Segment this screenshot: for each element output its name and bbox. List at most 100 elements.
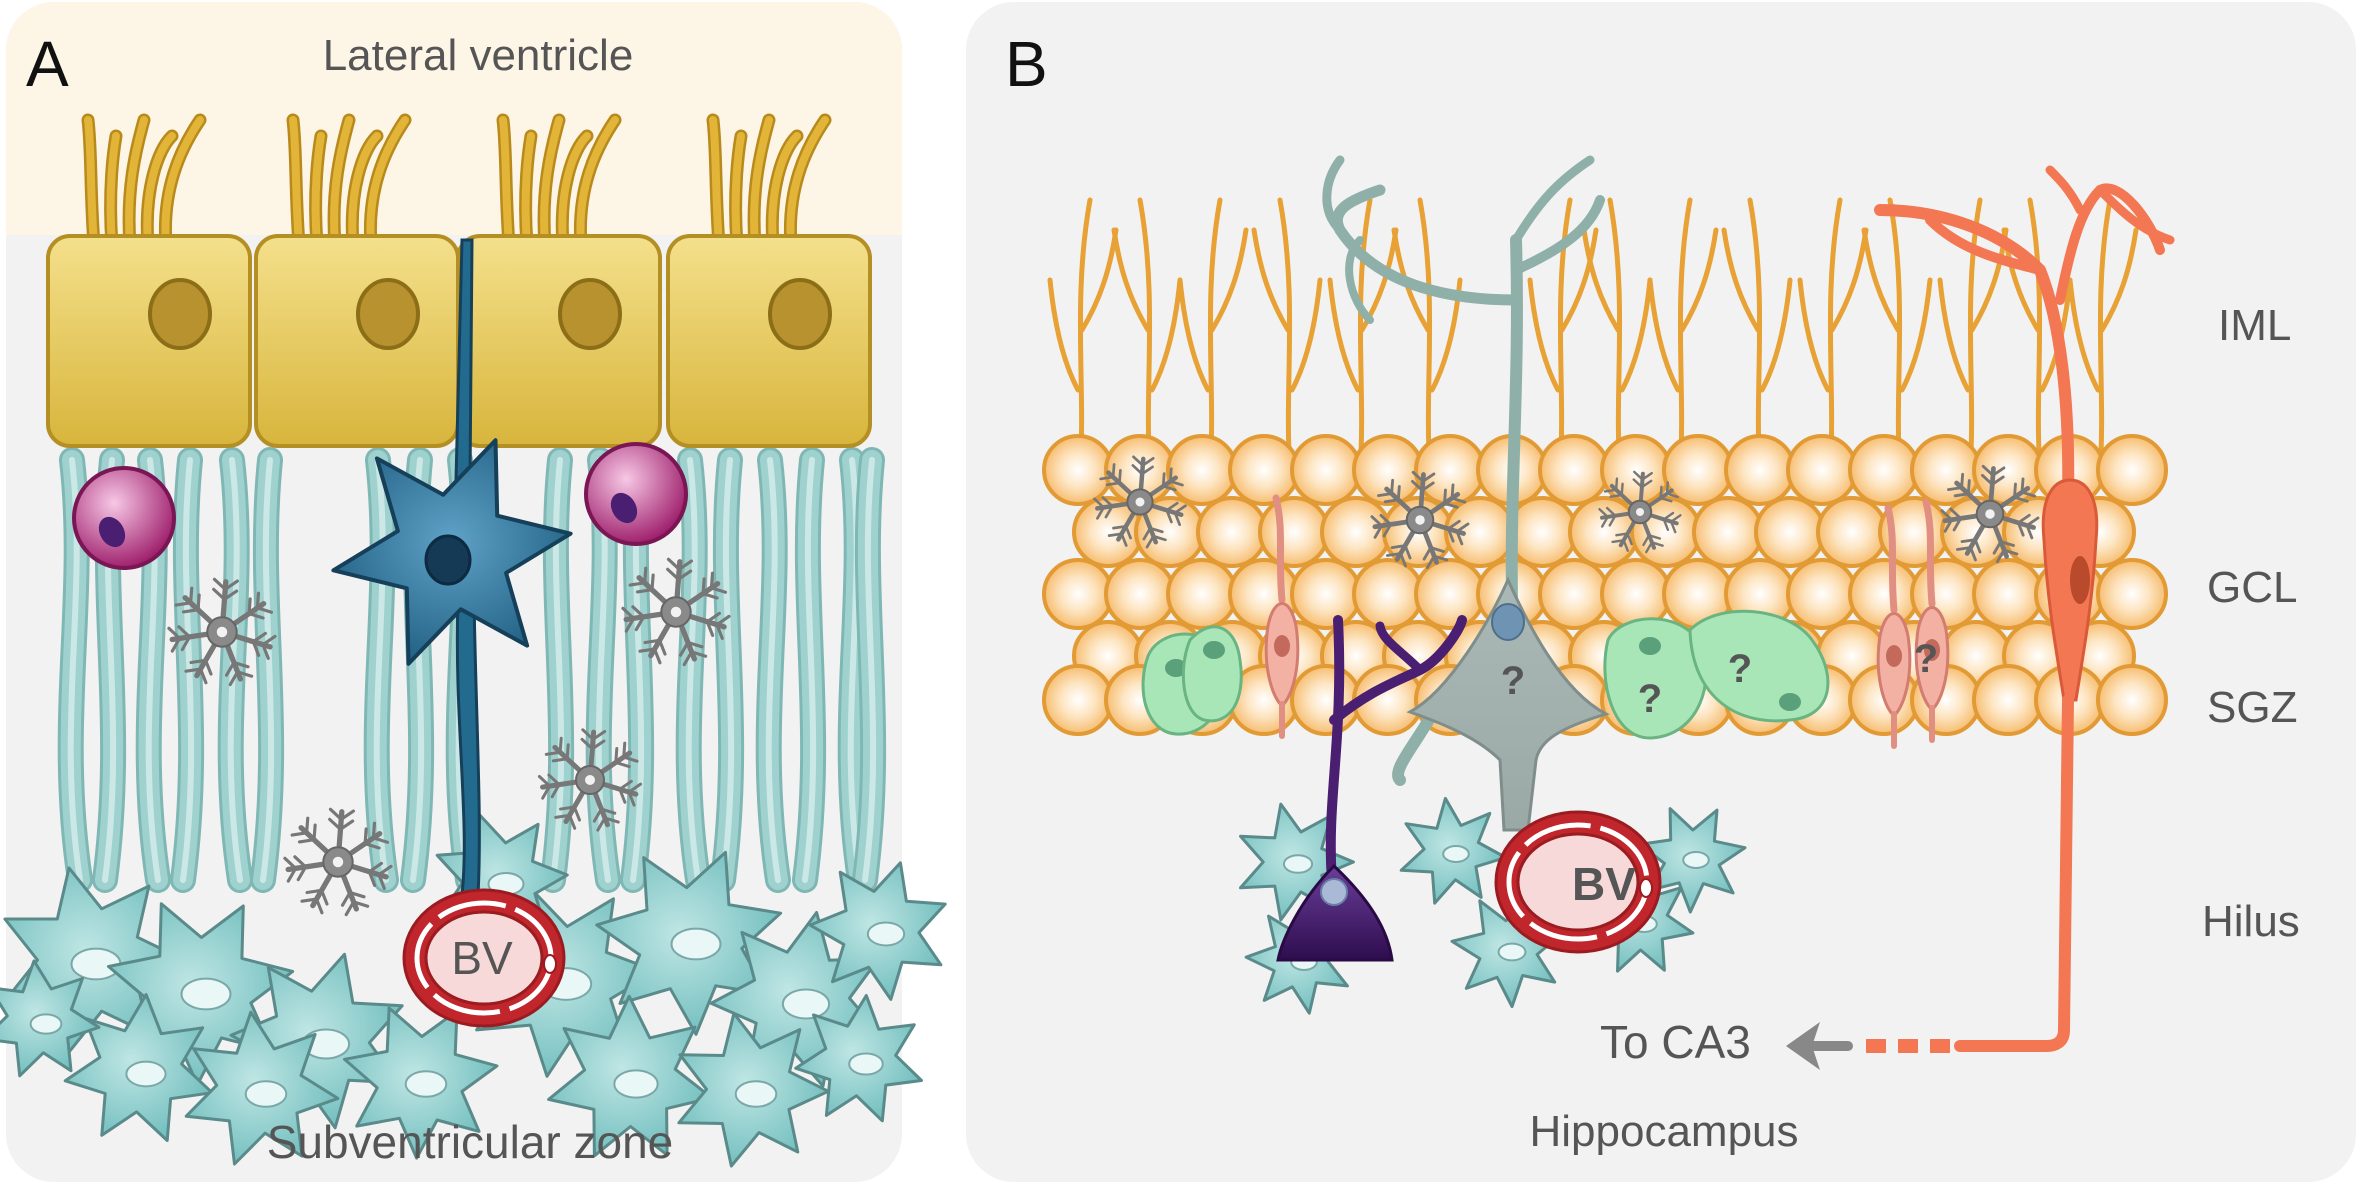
dendrite-branch <box>1251 227 1291 333</box>
interneuron-dendrite <box>1325 615 1345 885</box>
microglia-branch <box>222 589 239 601</box>
microglia-branch <box>622 755 639 763</box>
microglia-branch <box>559 805 576 811</box>
dendrite-branch <box>1721 227 1761 333</box>
microglia-branch <box>1390 544 1407 550</box>
microglia-cell <box>283 807 393 917</box>
microglia-branch <box>678 640 690 657</box>
microglia-branch <box>377 873 386 890</box>
microglia-branch <box>2013 495 2029 503</box>
microglia-branch <box>1140 465 1154 476</box>
dendrite-branch <box>1861 227 1901 333</box>
microglia-nucleus <box>1636 508 1644 516</box>
radial-glia-soma <box>1406 576 1610 832</box>
neuroblast-nucleus <box>866 921 906 947</box>
unknown-mark-radial-glia: ? <box>1501 659 1525 703</box>
ependymal-nucleus <box>356 278 420 350</box>
cilium <box>311 132 325 249</box>
microglia-branch <box>1383 498 1400 504</box>
granule-cell <box>1042 434 1114 506</box>
dendrite <box>1357 197 1373 473</box>
lateral-ventricle-label: Lateral ventricle <box>323 31 634 80</box>
granule-cell <box>1290 664 1362 736</box>
microglia-branch <box>544 750 562 756</box>
microglia-branch <box>1640 479 1653 489</box>
microglia-branch <box>371 821 377 840</box>
ependymal-cilia <box>81 113 832 252</box>
progenitor-nucleus <box>1165 659 1187 677</box>
microglia-branch <box>1973 538 1982 554</box>
astrocyte-nucleus <box>1682 851 1710 869</box>
hippocampus-label: Hippocampus <box>1529 1107 1798 1156</box>
mature-granule-neuron <box>1866 165 2175 1053</box>
immature-neuron-nucleus <box>1886 645 1902 667</box>
microglia-cell <box>621 557 731 667</box>
microglia-branch <box>1940 509 1954 522</box>
granule-cell <box>1352 558 1424 630</box>
microglia-branch <box>1659 496 1673 503</box>
type-c-cell <box>72 466 176 570</box>
blood-vessel-a <box>402 888 566 1028</box>
cilium <box>143 132 176 249</box>
microglia-branch <box>1455 522 1470 533</box>
blood-vessel <box>402 888 566 1028</box>
microglia-branch <box>596 816 607 832</box>
microglia-branch <box>1990 475 2005 486</box>
dendrite <box>2027 197 2043 473</box>
dendrite-branch <box>1899 277 1933 393</box>
dendrite-branch <box>1619 277 1653 393</box>
mature-neuron-dendrite <box>2045 165 2085 215</box>
microglia-branch <box>1641 471 1653 481</box>
granule-cell <box>1692 496 1764 568</box>
vessel-lumen <box>424 910 544 1006</box>
microglia-branch <box>180 635 192 652</box>
interneuron-nucleus <box>1320 878 1348 906</box>
microglia-branch <box>1124 524 1132 540</box>
dendrite-branch <box>1581 227 1621 333</box>
microglia-branch <box>705 620 715 637</box>
type-b-stem-cell <box>331 238 573 897</box>
microglia-branch <box>1626 532 1633 546</box>
microglia-branch <box>1105 481 1121 487</box>
microglia-branch <box>1173 511 1181 526</box>
microglia-b <box>1093 455 2040 570</box>
neuroblast-nucleus <box>244 1080 288 1108</box>
microglia-branch <box>1420 481 1435 492</box>
microglia-branch <box>1632 478 1644 489</box>
immature-neuron-nucleus <box>1924 639 1940 661</box>
microglia-branch <box>592 807 603 823</box>
pericyte-nucleus <box>543 954 557 974</box>
microglia-nucleus <box>670 606 682 618</box>
dendrite-branch <box>1647 277 1681 393</box>
dendrite-branch <box>1149 277 1183 393</box>
dendrite-branch <box>2067 277 2101 393</box>
microglia-branch <box>1981 464 1995 477</box>
microglia-nucleus <box>1135 497 1145 507</box>
dendrite <box>1417 197 1433 473</box>
microglia-branch <box>283 856 298 870</box>
microglia-branch <box>1111 463 1116 479</box>
microglia-branch <box>174 601 193 607</box>
microglia-branch <box>232 660 250 669</box>
microglia-branch <box>305 816 310 835</box>
microglia-branch <box>686 640 704 649</box>
layer-label-sgz: SGZ <box>2207 683 2297 732</box>
granule-cell <box>1320 496 1392 568</box>
granule-cell <box>1166 434 1238 506</box>
cilium <box>289 116 303 249</box>
microglia-branch <box>2025 524 2034 540</box>
radial-glia-process <box>1345 236 1374 324</box>
microglia-branch <box>223 579 239 591</box>
microglia-branch <box>2020 477 2025 494</box>
microglia-branch <box>363 841 381 850</box>
microglia-branch <box>709 586 728 594</box>
microglia-branch <box>541 784 552 800</box>
neuroblast-nucleus <box>404 1070 448 1098</box>
dendrite <box>2097 197 2113 473</box>
microglia-branch <box>701 591 719 600</box>
granule-dendrites <box>1047 197 2139 473</box>
microglia-branch <box>1377 492 1394 498</box>
layer-label-iml: IML <box>2218 301 2291 350</box>
mossy-fiber-axon <box>1954 694 2074 1052</box>
cilium <box>499 116 513 249</box>
